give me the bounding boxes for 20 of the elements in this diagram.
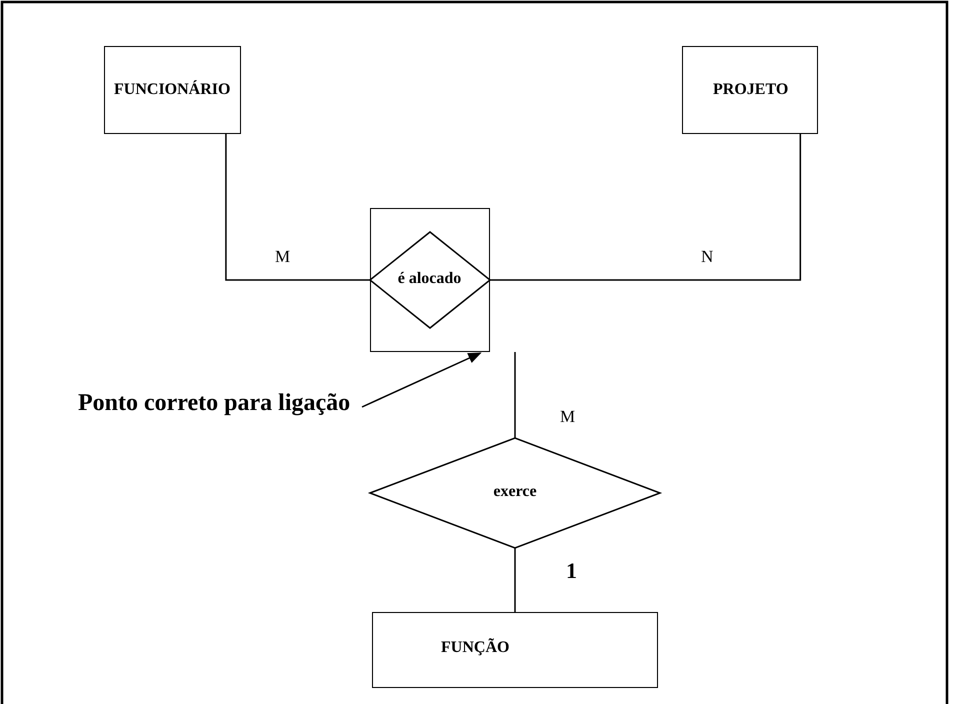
relationship-diamond [370,438,660,548]
entity-box [104,46,241,134]
connector-line [362,352,482,408]
connector-line [514,548,516,612]
cardinality-label: M [559,408,576,425]
relationship-name: exerce [492,483,538,501]
aggregation-box [370,208,490,352]
entity-name: PROJETO [713,81,788,99]
entity-name: FUNCIONÁRIO [114,81,230,99]
cardinality-label: M [274,248,292,265]
entity-box [372,612,658,688]
note-text: Ponto correto para ligação [78,390,350,417]
relationship-diamond [370,232,490,328]
connector-line [490,134,802,281]
entity-name: FUNÇÃO [441,639,510,657]
relationship-name: é alocado [396,270,462,288]
connector-line [225,134,370,281]
cardinality-label: N [700,248,714,265]
connector-line [514,352,516,438]
entity-box [682,46,818,134]
